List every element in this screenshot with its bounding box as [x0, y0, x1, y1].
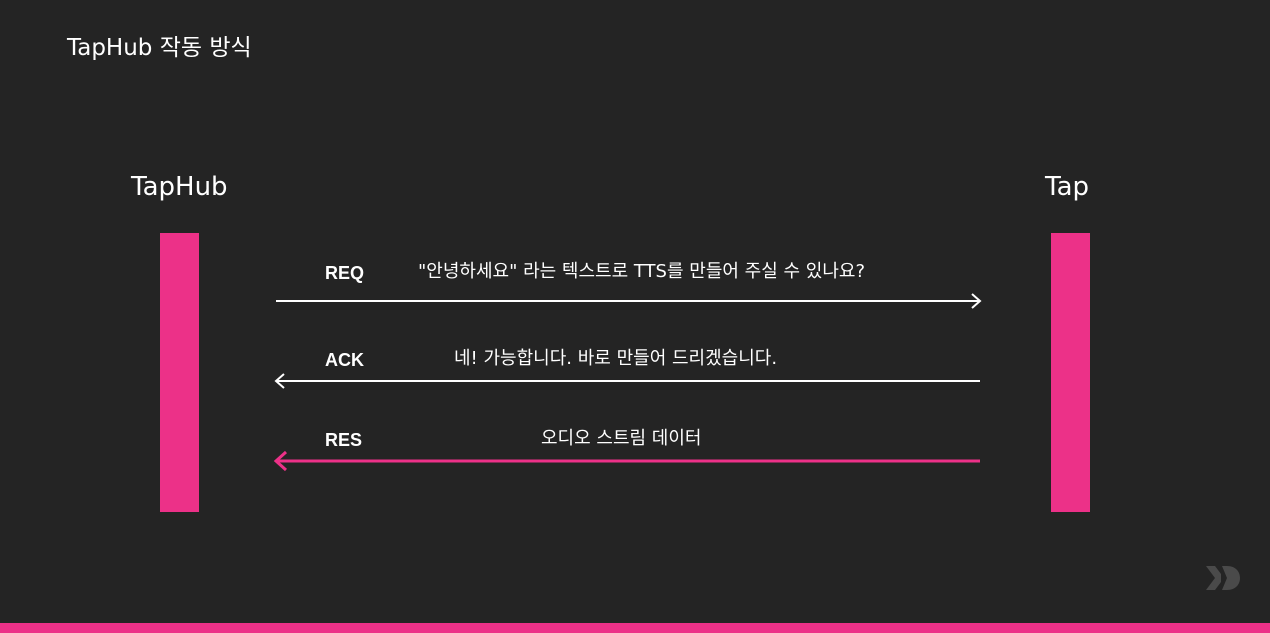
- bottom-accent-bar: [0, 623, 1270, 633]
- actor-label-taphub: TapHub: [131, 172, 228, 202]
- message-text-ack: 네! 가능합니다. 바로 만들어 드리겠습니다.: [454, 348, 778, 369]
- response-arrow: [273, 450, 980, 472]
- message-text-req: "안녕하세요" 라는 텍스트로 TTS를 만들어 주실 수 있나요?: [418, 261, 866, 282]
- message-text-res: 오디오 스트림 데이터: [541, 428, 702, 449]
- xd-logo-icon: [1206, 566, 1240, 590]
- message-type-ack: ACK: [325, 350, 364, 370]
- message-type-req: REQ: [325, 263, 365, 283]
- message-type-res: RES: [325, 430, 363, 450]
- lifeline-taphub: [160, 233, 199, 512]
- request-arrow: [276, 293, 982, 309]
- lifeline-tap: [1051, 233, 1090, 512]
- actor-label-tap: Tap: [1045, 172, 1090, 202]
- page-title: TapHub 작동 방식: [67, 35, 252, 61]
- acknowledge-arrow: [274, 373, 980, 389]
